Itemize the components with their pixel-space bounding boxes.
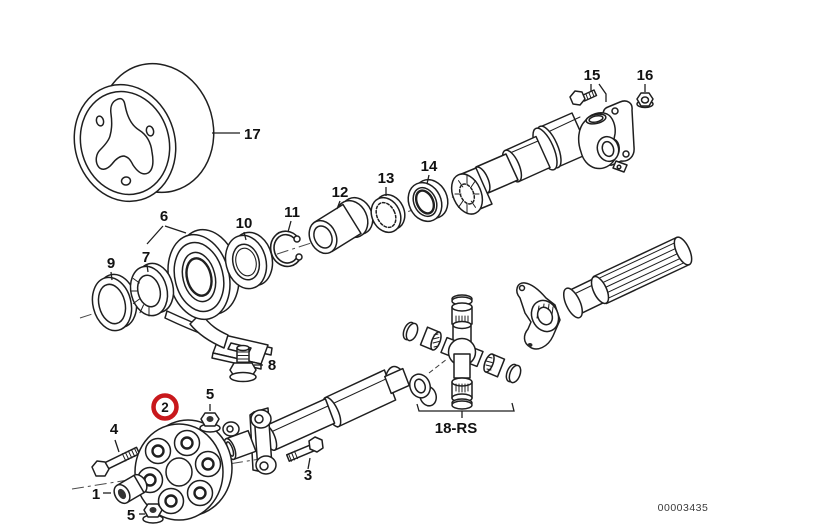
callout-8[interactable]: 8 bbox=[268, 357, 276, 374]
callout-5-upper[interactable]: 5 bbox=[206, 386, 214, 403]
flange-nut-part16 bbox=[636, 92, 654, 109]
callout-14[interactable]: 14 bbox=[421, 158, 438, 175]
sleeve-part12 bbox=[308, 196, 374, 255]
callout-6[interactable]: 6 bbox=[160, 208, 168, 225]
bolt-part4 bbox=[91, 446, 141, 477]
ring-part10 bbox=[224, 231, 274, 290]
callout-13[interactable]: 13 bbox=[378, 170, 395, 187]
callout-1[interactable]: 1 bbox=[92, 486, 100, 503]
callout-4[interactable]: 4 bbox=[110, 421, 119, 438]
nut-part5-upper bbox=[199, 412, 221, 433]
ring-part14 bbox=[407, 178, 449, 223]
snap-ring-part11 bbox=[269, 230, 303, 268]
callout-11[interactable]: 11 bbox=[284, 204, 300, 221]
drum-tri-lobe-cutout bbox=[95, 97, 154, 175]
spacer-part1 bbox=[113, 473, 148, 505]
support-bolt-part8 bbox=[229, 344, 257, 383]
nut-part5-lower bbox=[142, 503, 164, 524]
callout-9[interactable]: 9 bbox=[107, 255, 115, 272]
callouts: 17 6 7 9 10 11 12 13 14 15 16 8 4 5 1 5 bbox=[92, 67, 654, 524]
support-arm bbox=[189, 312, 229, 349]
center-bearing-part7 bbox=[129, 262, 175, 317]
universal-joint-18rs bbox=[402, 294, 522, 418]
flex-disc-part2 bbox=[134, 419, 233, 521]
splined-washer-part13 bbox=[370, 193, 406, 234]
callout-12[interactable]: 12 bbox=[332, 184, 349, 201]
callout-5-lower[interactable]: 5 bbox=[127, 507, 135, 524]
rear-splined-shaft bbox=[516, 236, 693, 350]
spline-face-teeth bbox=[454, 174, 480, 214]
callout-17[interactable]: 17 bbox=[244, 126, 261, 143]
callout-10[interactable]: 10 bbox=[236, 215, 253, 232]
drawing-number: 00003435 bbox=[658, 502, 709, 514]
callout-18rs[interactable]: 18-RS bbox=[435, 420, 478, 437]
highlight-badge-part2[interactable]: 2 bbox=[151, 393, 179, 421]
callout-16[interactable]: 16 bbox=[637, 67, 654, 84]
bearing-rollers bbox=[130, 278, 150, 317]
callout-7[interactable]: 7 bbox=[142, 249, 150, 266]
group-bracket bbox=[416, 402, 515, 412]
highlight-ring bbox=[151, 393, 179, 421]
callout-3[interactable]: 3 bbox=[304, 467, 312, 484]
flange-bolt-part15 bbox=[569, 89, 598, 106]
callout-15[interactable]: 15 bbox=[584, 67, 601, 84]
callout-2-highlighted[interactable]: 2 bbox=[161, 400, 169, 415]
front-driveshaft bbox=[450, 100, 635, 215]
flex-coupling-drum-part17 bbox=[73, 62, 215, 203]
spline-lines bbox=[596, 241, 687, 300]
bolt-part3 bbox=[285, 436, 324, 462]
mid-driveshaft bbox=[222, 365, 438, 475]
